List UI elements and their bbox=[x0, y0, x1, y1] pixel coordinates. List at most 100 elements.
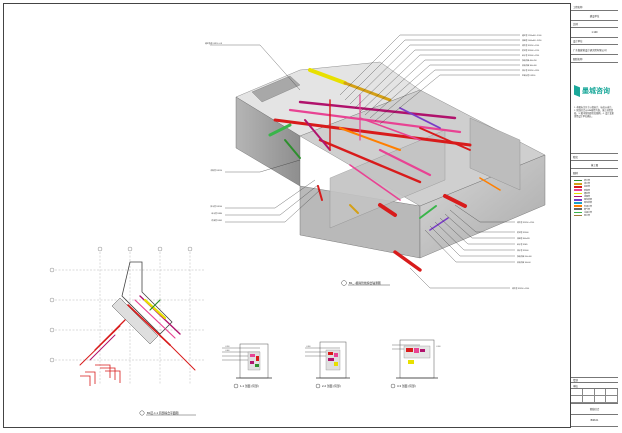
svg-text:-3.100: -3.100 bbox=[436, 346, 441, 348]
tb-notes: 1. 本图标注尺寸以毫米计，标高以米计。2. 管线综合以BIM模型为准，施工前需… bbox=[574, 107, 614, 118]
svg-text:弱电桥架 300x100: 弱电桥架 300x100 bbox=[522, 63, 537, 67]
title-block: 工程名称 建设单位 比例 1:100 设计单位 广东省建筑设计研究院有限公司 图… bbox=[570, 3, 618, 428]
svg-text:B1_..模拟管线综合轴测图: B1_..模拟管线综合轴测图 bbox=[349, 281, 381, 285]
legend-item: 燃气管 bbox=[574, 208, 615, 211]
leader-labels-left: 消防管 DN150 排水管 DN100 给水管 DN80 喷淋管 DN65 bbox=[211, 168, 222, 222]
legend-item: 给水管 bbox=[574, 179, 615, 182]
legend-swatch bbox=[574, 192, 582, 195]
tb-scale-label: 比例 bbox=[571, 21, 618, 28]
svg-text:消防管 DN150: 消防管 DN150 bbox=[211, 168, 222, 172]
tb-scale-value: 1:100 bbox=[571, 28, 618, 38]
plan-caption: B1层-1.1 局部综合平面图 bbox=[139, 410, 196, 416]
legend-item: 弱电桥架 bbox=[574, 201, 615, 204]
tb-drawing-label: 图纸名称 bbox=[571, 55, 618, 63]
legend-swatch bbox=[574, 198, 582, 201]
tb-sheet-title: 管线综合 bbox=[571, 403, 618, 415]
svg-text:喷淋管 DN100: 喷淋管 DN100 bbox=[517, 230, 528, 234]
legend-label: 给水管 bbox=[584, 180, 591, 183]
svg-text:弱电桥架 100x50: 弱电桥架 100x50 bbox=[517, 260, 531, 264]
legend-item: 冷凝水管 bbox=[574, 211, 615, 214]
legend-label: 排水管 bbox=[584, 183, 591, 186]
tb-sheet-no: BIM-01 bbox=[571, 415, 618, 427]
svg-text:排水管 DN100: 排水管 DN100 bbox=[517, 248, 528, 252]
legend-item: 排水管 bbox=[574, 182, 615, 185]
svg-text:-3.600: -3.600 bbox=[225, 350, 230, 352]
pipe-legend: 给水管排水管消防管喷淋管通风管排烟管强电桥架弱电桥架空调水管燃气管冷凝水管雨水管 bbox=[574, 179, 615, 217]
section-2: -3.300 2-2 剖面 (局部) bbox=[305, 341, 350, 389]
svg-text:给水管 DN65: 给水管 DN65 bbox=[517, 242, 527, 246]
main-view-caption: B1_..模拟管线综合轴测图 bbox=[341, 280, 390, 286]
legend-swatch bbox=[574, 202, 582, 204]
plan-corridor bbox=[111, 297, 159, 345]
svg-text:强电桥架 200x100: 强电桥架 200x100 bbox=[517, 254, 532, 258]
legend-swatch bbox=[574, 179, 582, 182]
legend-label: 排烟管 bbox=[584, 196, 591, 199]
legend-swatch bbox=[574, 211, 582, 214]
svg-text:通风管 1250x400 -3.900: 通风管 1250x400 -3.900 bbox=[522, 33, 541, 37]
leader-lines-top bbox=[210, 34, 520, 125]
plan-view: B1层-1.1 局部综合平面图 bbox=[49, 246, 205, 416]
svg-text:B1层-1.1 局部综合平面图: B1层-1.1 局部综合平面图 bbox=[147, 411, 179, 415]
svg-text:排水管 DN100: 排水管 DN100 bbox=[211, 204, 222, 208]
svg-text:强电桥架 400x150: 强电桥架 400x150 bbox=[522, 58, 537, 62]
legend-label: 弱电桥架 bbox=[584, 202, 593, 205]
leader-labels-right: 消防管 DN150 -4.200 喷淋管 DN100 排烟管 800x320 给… bbox=[512, 220, 534, 290]
legend-swatch bbox=[574, 182, 582, 185]
right-end-block bbox=[469, 117, 521, 191]
legend-item: 雨水管 bbox=[574, 214, 615, 217]
main-axonometric-view: 通风管 1250x400 -3.900 排烟管 1000x400 -3.850 … bbox=[205, 33, 546, 290]
legend-item: 喷淋管 bbox=[574, 189, 615, 192]
legend-swatch bbox=[574, 208, 582, 211]
tb-designer-name: 广东省建筑设计研究院有限公司 bbox=[571, 45, 618, 55]
leader-labels-top: 通风管 1250x400 -3.900 排烟管 1000x400 -3.850 … bbox=[205, 33, 541, 77]
legend-label: 雨水管 bbox=[584, 215, 591, 218]
legend-swatch bbox=[574, 205, 582, 207]
plan-pipe-bundle-lower bbox=[80, 364, 121, 386]
left-stair-block bbox=[251, 75, 301, 103]
legend-swatch bbox=[574, 214, 582, 217]
svg-text:消防管 DN150 -4.500: 消防管 DN150 -4.500 bbox=[512, 286, 529, 290]
legend-item: 排烟管 bbox=[574, 195, 615, 198]
legend-item: 消防管 bbox=[574, 185, 615, 188]
svg-text:-3.200: -3.200 bbox=[225, 346, 230, 348]
drawing-area: 通风管 1250x400 -3.900 排烟管 1000x400 -3.850 … bbox=[49, 33, 546, 416]
section-3: -3.100 3-3 剖面 (局部) bbox=[390, 339, 441, 389]
svg-text:-3.300: -3.300 bbox=[306, 346, 311, 348]
plan-grid-bubbles bbox=[49, 246, 193, 363]
legend-item: 空调水管 bbox=[574, 205, 615, 208]
svg-text:给水管 DN80: 给水管 DN80 bbox=[212, 211, 222, 215]
legend-label: 消防管 bbox=[584, 186, 591, 189]
svg-text:消防管 DN150 -4.100: 消防管 DN150 -4.100 bbox=[522, 43, 539, 47]
svg-text:排烟管 800x320: 排烟管 800x320 bbox=[517, 236, 530, 240]
section-1: -3.200 -3.600 1-1 剖面 (局部) bbox=[222, 343, 272, 389]
svg-text:消防管 DN150 -4.200: 消防管 DN150 -4.200 bbox=[517, 220, 534, 224]
tb-drawn-label: 绘制 bbox=[571, 377, 618, 383]
leader-lines-right bbox=[409, 204, 515, 289]
legend-item: 强电桥架 bbox=[574, 198, 615, 201]
signature-grid bbox=[571, 389, 618, 403]
legend-item: 通风管 bbox=[574, 192, 615, 195]
svg-text:排烟管 1000x400 -3.850: 排烟管 1000x400 -3.850 bbox=[522, 38, 541, 42]
building-partition-wall bbox=[329, 129, 446, 229]
tb-stage-label: 阶段 bbox=[571, 153, 618, 161]
svg-text:给水管 DN100 -4.200: 给水管 DN100 -4.200 bbox=[522, 53, 539, 57]
leader-lines-left bbox=[225, 159, 321, 223]
svg-text:3-3 剖面 (局部): 3-3 剖面 (局部) bbox=[397, 384, 416, 388]
svg-text:空调水管 DN200: 空调水管 DN200 bbox=[522, 73, 535, 77]
svg-text:1-1 剖面 (局部): 1-1 剖面 (局部) bbox=[240, 384, 259, 388]
legend-swatch bbox=[574, 195, 582, 198]
svg-text:喷淋管 DN100 -4.150: 喷淋管 DN100 -4.150 bbox=[522, 48, 539, 52]
legend-label: 通风管 bbox=[584, 192, 591, 195]
legend-label: 强电桥架 bbox=[584, 199, 593, 202]
svg-text:2-2 剖面 (局部): 2-2 剖面 (局部) bbox=[322, 384, 341, 388]
tb-client: 建设单位 bbox=[571, 11, 618, 21]
brand-logo: 墨城咨询 bbox=[574, 82, 615, 100]
legend-swatch bbox=[574, 189, 582, 191]
svg-text:喷淋管 DN65: 喷淋管 DN65 bbox=[212, 218, 222, 222]
top-note: 通风管道 DN150 -4.8 bbox=[205, 41, 222, 45]
brand-name: 墨城咨询 bbox=[582, 88, 610, 95]
tb-stage-value: 施工图 bbox=[571, 161, 618, 169]
legend-label: 喷淋管 bbox=[584, 189, 591, 192]
tb-legend-title: 图例 bbox=[571, 169, 618, 177]
